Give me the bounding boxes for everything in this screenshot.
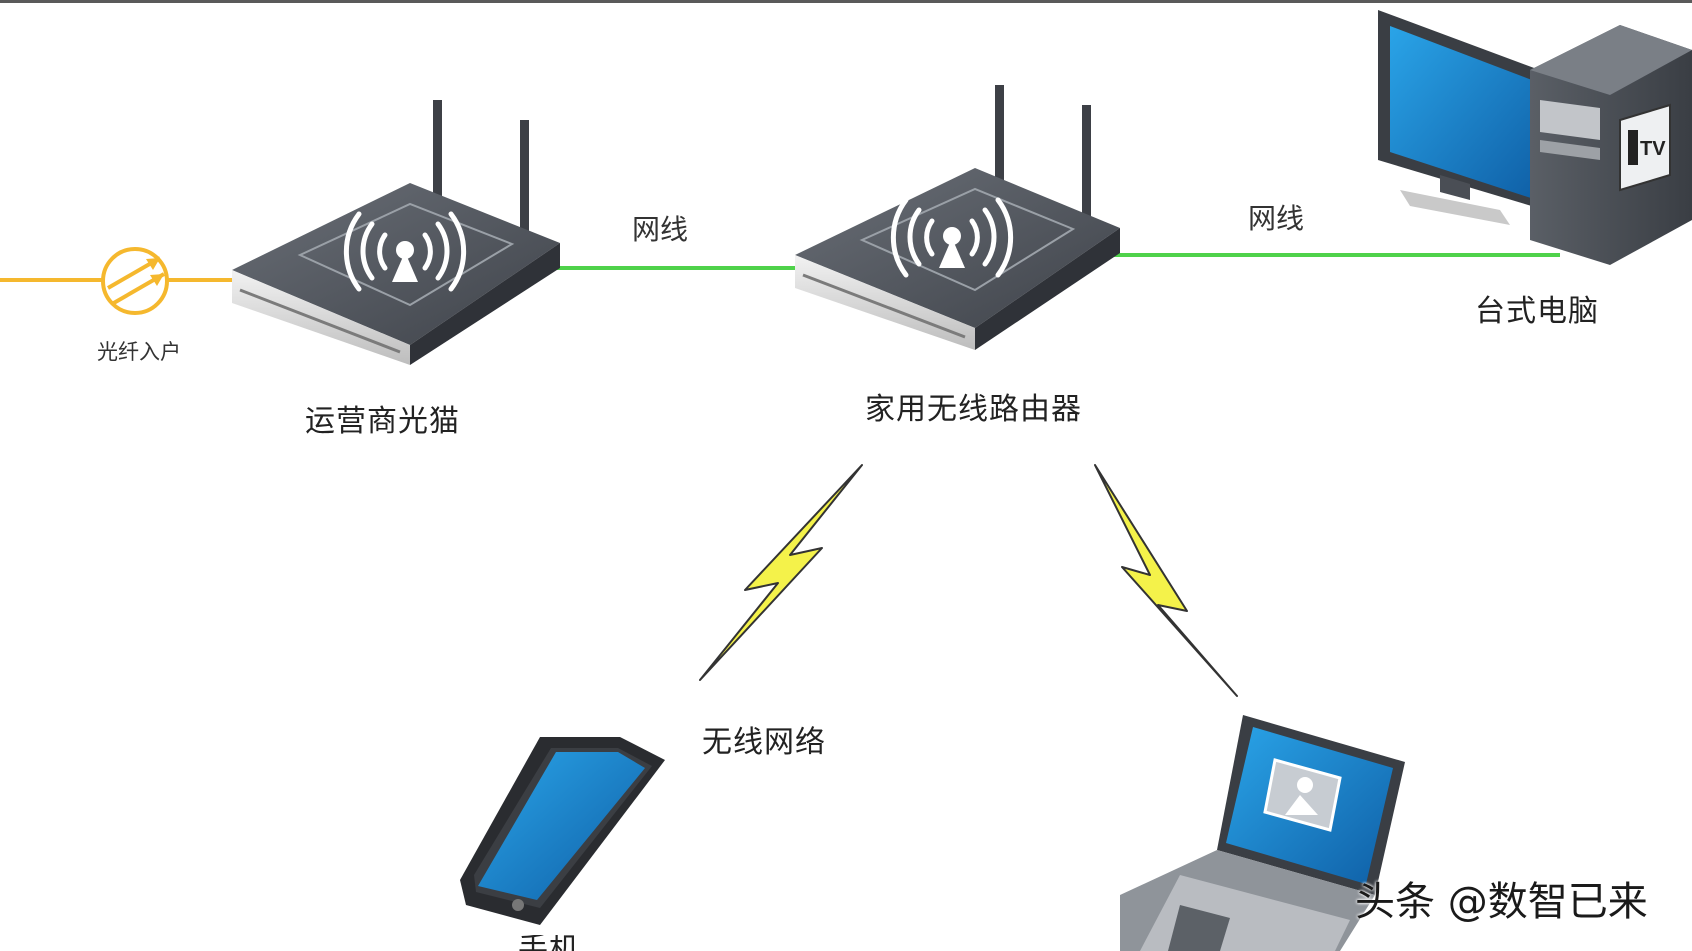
wifi-signal-icon: [343, 211, 467, 292]
desktop-label: 台式电脑: [1475, 294, 1599, 329]
svg-text:TV: TV: [1640, 138, 1666, 160]
wireless-signal-bolt-left: [699, 464, 863, 681]
desktop-computer-icon: TV: [1378, 10, 1692, 265]
ethernet-cable-label: 网线: [1248, 202, 1305, 235]
watermark: 头条 @数智已来: [1355, 879, 1648, 925]
router-device: [795, 85, 1120, 350]
modem-device: [232, 100, 560, 365]
top-border: [0, 0, 1692, 3]
modem-label: 运营商光猫: [305, 404, 460, 439]
router-label: 家用无线路由器: [865, 392, 1082, 427]
laptop-icon: [1120, 715, 1405, 951]
wifi-signal-icon: [890, 197, 1014, 278]
wireless-signal-bolt-right: [1094, 464, 1238, 697]
fiber-input-label: 光纤入户: [97, 340, 181, 364]
ethernet-cable-label: 网线: [632, 213, 689, 246]
phone-label: 手机: [518, 935, 580, 951]
phone-icon: [460, 737, 665, 925]
fiber-input-icon: [101, 247, 169, 315]
wireless-network-label: 无线网络: [702, 725, 826, 760]
